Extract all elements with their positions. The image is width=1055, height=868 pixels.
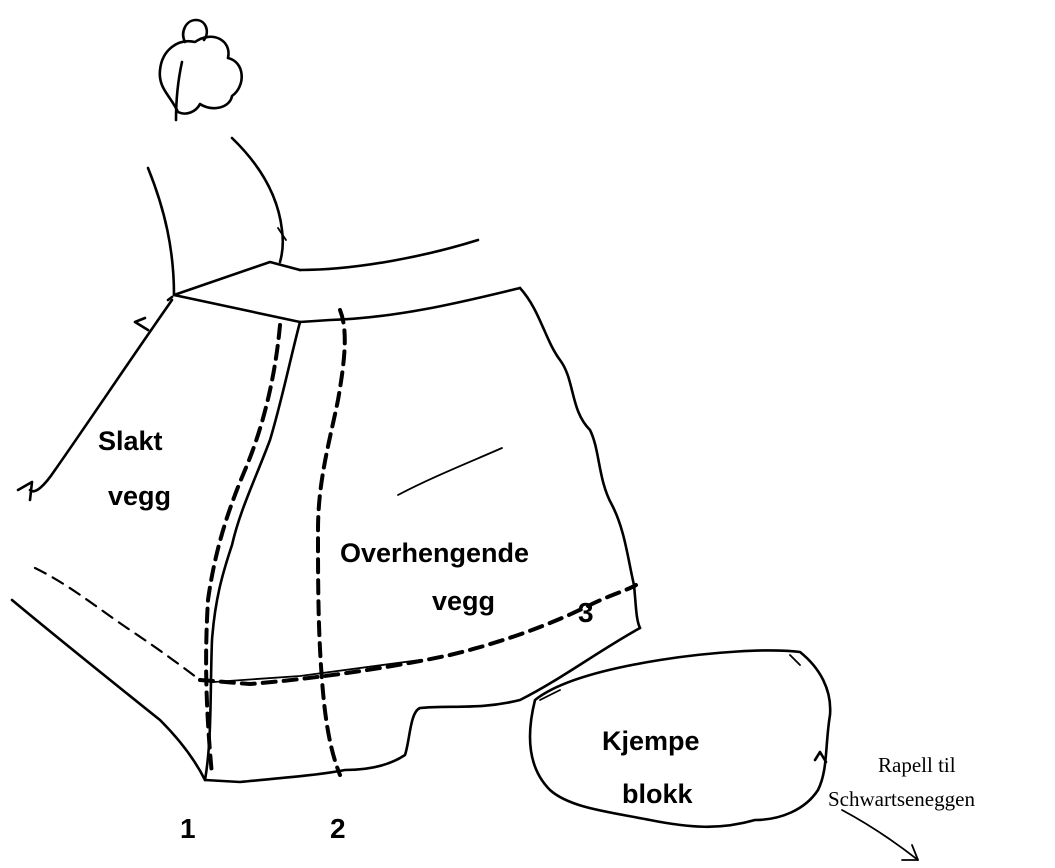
- route-number-1: 1: [180, 813, 196, 844]
- route-number-2: 2: [330, 813, 346, 844]
- slab-traverse-line: [35, 568, 200, 680]
- route-number-3: 3: [578, 597, 594, 628]
- boulder-label-line1: Kjempe: [602, 726, 700, 756]
- overhang-wall-label-line2: vegg: [432, 586, 495, 616]
- rappel-arrow: [842, 810, 918, 860]
- summit-ridge: [148, 138, 478, 295]
- route-1-line: [206, 325, 280, 775]
- crack-line: [398, 448, 502, 495]
- boulder-label-line2: blokk: [622, 779, 694, 809]
- rappel-label-line2: Schwartseneggen: [828, 787, 975, 811]
- slab-wall-label-line2: vegg: [108, 481, 171, 511]
- tree-icon: [160, 20, 242, 120]
- slab-wall-label-line1: Slakt: [98, 426, 163, 456]
- rappel-label-line1: Rapell til: [878, 753, 956, 777]
- rappel-line-left: [18, 300, 172, 500]
- overhang-wall-label-line1: Overhengende: [340, 538, 529, 568]
